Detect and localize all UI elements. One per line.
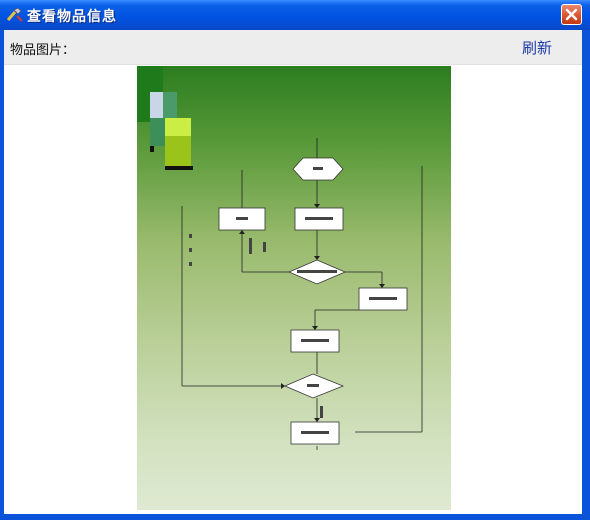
window-border-right	[582, 30, 590, 520]
close-button[interactable]	[561, 4, 582, 25]
dialog-content: 物品图片： 刷新	[4, 30, 582, 514]
tools-icon	[6, 7, 24, 23]
window-title: 查看物品信息	[27, 9, 117, 25]
refresh-link[interactable]: 刷新	[521, 39, 552, 57]
window-border-bottom	[0, 514, 590, 520]
toolbar: 物品图片： 刷新	[4, 30, 582, 65]
item-image	[137, 66, 451, 510]
title-bar[interactable]: 查看物品信息	[0, 0, 590, 30]
flowchart-picture	[137, 66, 423, 450]
item-image-label: 物品图片：	[10, 43, 76, 58]
close-icon	[565, 8, 578, 21]
